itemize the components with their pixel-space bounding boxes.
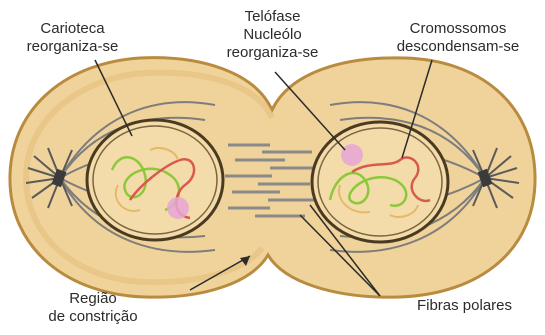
left-nucleolus — [167, 197, 189, 219]
page-title: Telófase — [200, 8, 345, 26]
nucleolo-label-line2: reorganiza-se — [200, 44, 345, 62]
left-nucleus — [87, 120, 223, 240]
nucleolo-label-line1: Nucleólo — [200, 26, 345, 44]
right-nucleus — [312, 122, 448, 242]
carioteca-label: Carioteca reorganiza-se — [10, 20, 135, 56]
cromossomos-label: Cromossomos descondensam-se — [378, 20, 538, 56]
telophase-title-block: Telófase Nucleólo reorganiza-se — [200, 8, 345, 62]
fibras-polares-label: Fibras polares — [392, 297, 537, 315]
right-nucleolus — [341, 144, 363, 166]
regiao-constricao-label: Região de constrição — [28, 290, 158, 326]
